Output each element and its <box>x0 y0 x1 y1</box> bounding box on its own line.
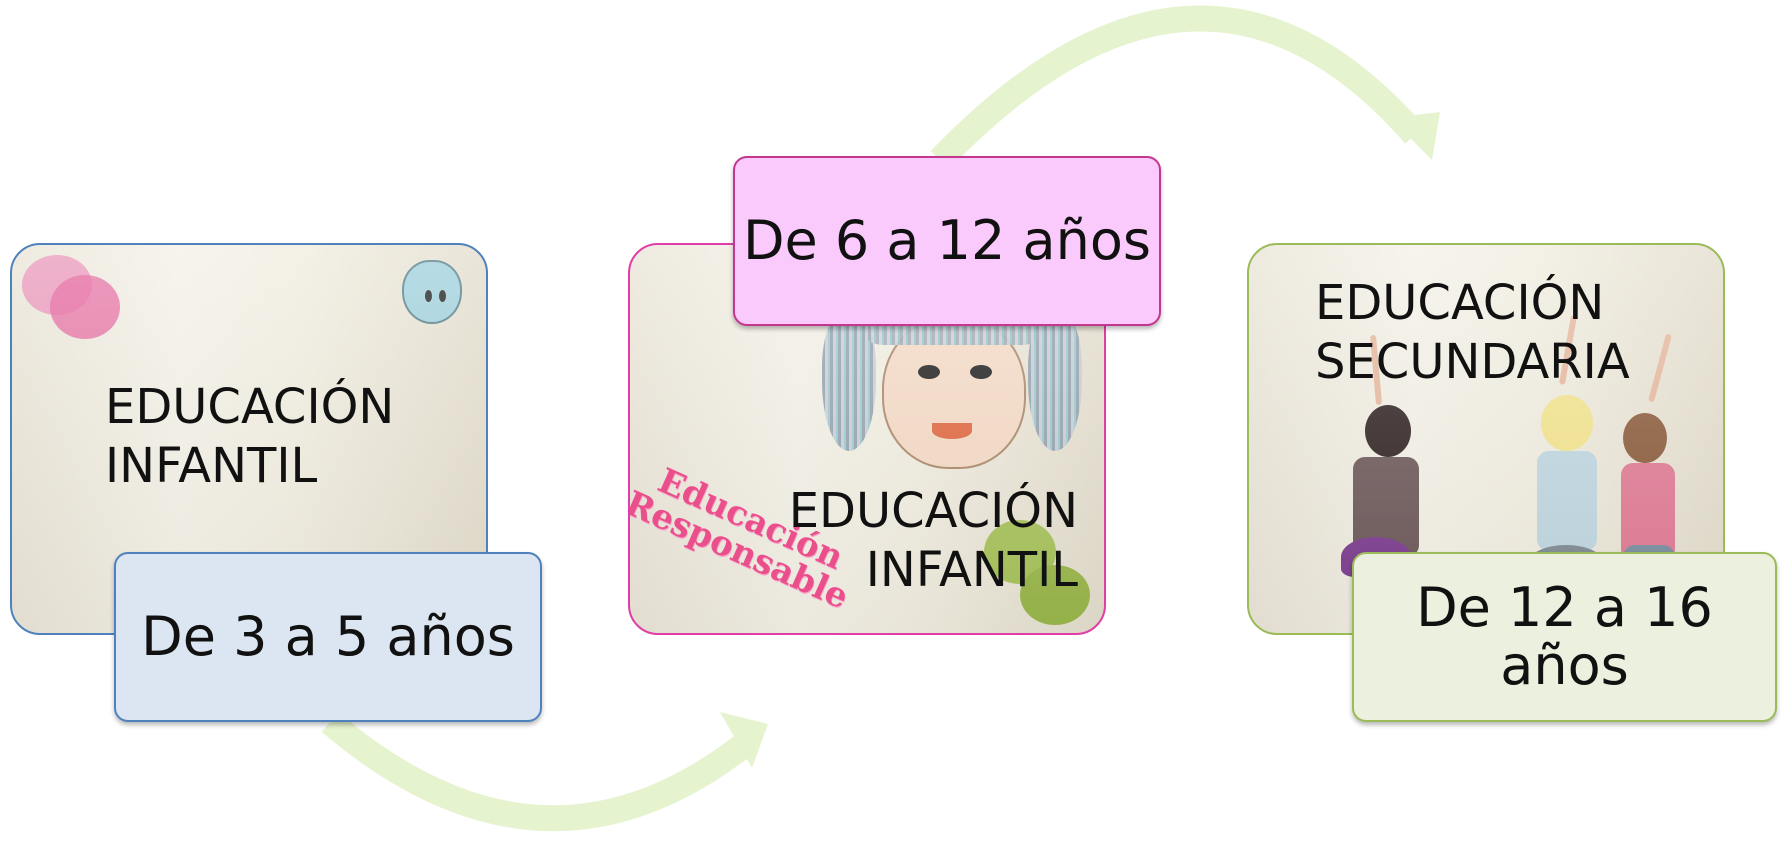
jumping-kid-illustration <box>1365 405 1411 457</box>
jumping-kid-body <box>1537 451 1597 551</box>
jumping-kid-illustration <box>1623 413 1667 463</box>
stage-2-title-line2: INFANTIL <box>865 541 1078 598</box>
elephant-illustration <box>402 260 462 324</box>
pink-flower-decoration <box>50 275 120 339</box>
stage-3-title: EDUCACIÓN SECUNDARIA <box>1315 274 1630 391</box>
arrow-stage2-to-stage3 <box>930 5 1425 170</box>
stage-3-age-label: De 12 a 16 años <box>1352 552 1777 722</box>
girl-eye <box>918 365 940 379</box>
jumping-kid-body <box>1621 463 1675 561</box>
stage-1-title-line1: EDUCACIÓN <box>105 379 395 435</box>
stage-2-title-line1: EDUCACIÓN <box>788 483 1078 539</box>
stage-1-age-text: De 3 a 5 años <box>141 604 515 668</box>
stage-2-title: EDUCACIÓN INFANTIL <box>789 482 1078 599</box>
stage-2-age-text: De 6 a 12 años <box>742 208 1152 272</box>
green-cloud-decoration <box>1020 565 1090 625</box>
stage-1-title: EDUCACIÓN INFANTIL <box>105 378 394 495</box>
girl-mouth <box>932 423 972 439</box>
kid-arm <box>1648 333 1672 403</box>
arrow-stage1-to-stage2 <box>321 712 759 832</box>
girl-ponytail <box>822 311 876 451</box>
arrow-head-stage2 <box>720 712 768 768</box>
arrow-head-stage3 <box>1390 112 1440 160</box>
elephant-eye <box>425 290 432 302</box>
stage-1-age-label: De 3 a 5 años <box>114 552 542 722</box>
stage-2-age-label: De 6 a 12 años <box>733 156 1161 326</box>
stage-1-title-line2: INFANTIL <box>105 437 318 494</box>
stage-3-title-line1: EDUCACIÓN <box>1315 275 1605 331</box>
stage-3-title-line2: SECUNDARIA <box>1315 333 1630 390</box>
stage-3-age-text: De 12 a 16 años <box>1416 575 1713 697</box>
jumping-kid-illustration <box>1541 395 1593 451</box>
elephant-eye <box>439 290 446 302</box>
girl-eye <box>970 365 992 379</box>
